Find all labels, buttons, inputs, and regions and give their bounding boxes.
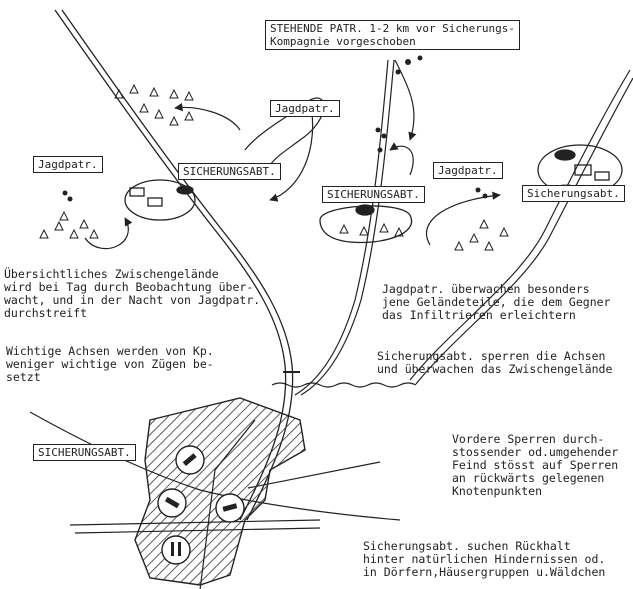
note-vordere-sperren: Vordere Sperren durch- stossender od.umg… — [452, 432, 619, 498]
note-rueckhalt: Sicherungsabt. suchen Rückhalt hinter na… — [363, 539, 606, 579]
note-jagdpatr-gelaende: Jagdpatr. überwachen besonders jene Gelä… — [382, 282, 611, 322]
note-zwischengelaende: Übersichtliches Zwischengelände wird bei… — [4, 267, 261, 320]
label-jagdpatr-center: Jagdpatr. — [270, 100, 340, 117]
outpost-center — [319, 204, 413, 244]
note-achsen: Wichtige Achsen werden von Kp. weniger w… — [6, 344, 214, 384]
note-sperren: Sicherungsabt. sperren die Achsen und üb… — [377, 349, 613, 376]
patrol-route — [84, 59, 571, 250]
trees — [39, 83, 509, 251]
lower-roads — [29, 411, 401, 589]
road-center — [294, 59, 395, 396]
defended-zone — [134, 397, 306, 586]
label-jagdpatr-left: Jagdpatr. — [33, 156, 103, 173]
label-sicherungsabt-bottom: SICHERUNGSABT. — [33, 444, 136, 461]
road-right — [409, 69, 633, 385]
label-sicherungsabt-left: SICHERUNGSABT. — [178, 163, 281, 180]
patrol-dots — [62, 55, 488, 202]
outpost-left — [124, 179, 196, 221]
label-jagdpatr-right: Jagdpatr. — [433, 162, 503, 179]
river — [271, 382, 417, 388]
label-stehende-patr: STEHENDE PATR. 1-2 km vor Sicherungs- Ko… — [265, 20, 521, 50]
label-sicherungsabt-center: SICHERUNGSABT. — [322, 186, 425, 203]
outpost-right — [537, 144, 623, 196]
label-sicherungsabt-right: Sicherungsabt. — [522, 185, 625, 202]
